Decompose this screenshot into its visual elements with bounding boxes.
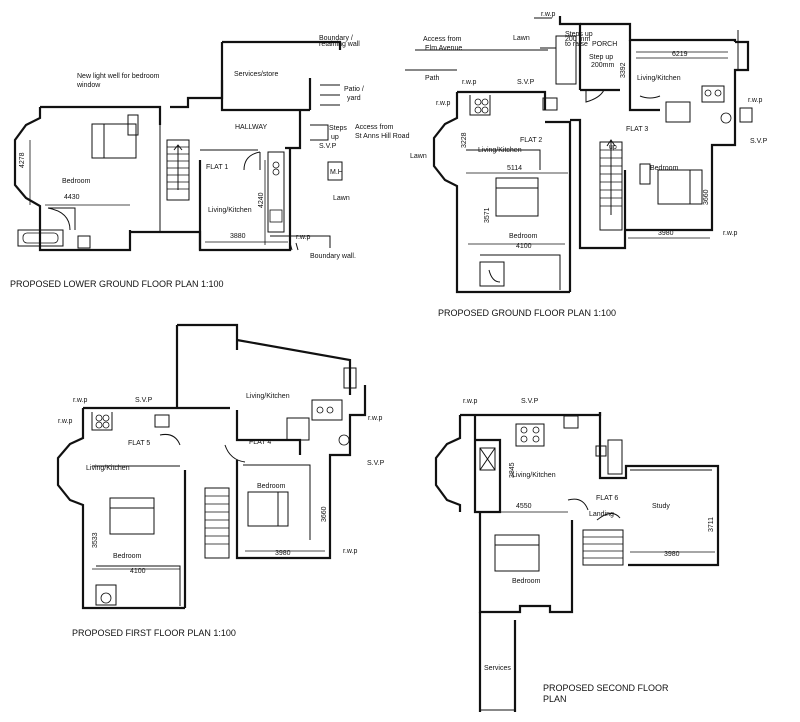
lower-boundary-wall-label: Boundary wall. [310, 253, 356, 260]
ground-access-label-2: Elm Avenue [425, 45, 462, 52]
first-living-label: Living/Kitchen [86, 465, 130, 472]
lower-svp-label: S.V.P [319, 143, 337, 150]
second-landing-label: Landing [589, 511, 614, 518]
lower-dim-4240: 4240 [258, 192, 265, 208]
first-flat4-label: FLAT 4 [249, 439, 271, 446]
second-bedroom-label: Bedroom [512, 578, 541, 585]
first-dim-4100: 4100 [130, 568, 146, 575]
lower-dim-4278: 4278 [19, 152, 26, 168]
lower-plan-title: PROPOSED LOWER GROUND FLOOR PLAN 1:100 [10, 279, 224, 289]
first-rwp-right-label: r.w.p [368, 415, 383, 422]
second-dim-3980: 3980 [664, 551, 680, 558]
ground-steps-note-3: to raise [565, 41, 588, 48]
ground-dim-3392: 3392 [620, 62, 627, 78]
ground-dim-3980: 3980 [658, 230, 674, 237]
lower-access-label: Access from [355, 124, 394, 131]
ground-rwp-right-label: r.w.p [748, 97, 763, 104]
lower-dim-3880: 3880 [230, 233, 246, 240]
ground-step-up-label-2: 200mm [591, 62, 615, 69]
second-floor-plan: r.w.p S.V.P 3845 Living/Kitchen FLAT 6 4… [434, 398, 720, 712]
ground-lawn-top-label: Lawn [513, 35, 530, 42]
ground-dim-3660: 3660 [703, 189, 710, 205]
first-living-top-label: Living/Kitchen [246, 393, 290, 400]
ground-lawn-left-label: Lawn [410, 153, 427, 160]
lower-manhole-label: M.H [330, 169, 343, 176]
lower-dim-4430: 4430 [64, 194, 80, 201]
ground-path-label: Path [425, 75, 440, 82]
ground-dim-6219: 6219 [672, 51, 688, 58]
first-dim-3980: 3980 [275, 550, 291, 557]
ground-step-up-label: Step up [589, 54, 613, 61]
ground-rwp-top-label: r.w.p [541, 11, 556, 18]
second-services-label: Services [484, 665, 511, 672]
ground-dim-3571: 3571 [484, 207, 491, 223]
second-study-label: Study [652, 503, 670, 510]
ground-svp-right-label: S.V.P [750, 138, 768, 145]
ground-dim-5114: 5114 [507, 165, 522, 172]
lower-boundary-label: Boundary / [319, 35, 353, 42]
second-dim-3711: 3711 [708, 517, 715, 532]
ground-plan-title: PROPOSED GROUND FLOOR PLAN 1:100 [438, 308, 616, 318]
ground-dim-4100: 4100 [516, 243, 532, 250]
second-svp-label: S.V.P [521, 398, 539, 405]
lower-living-label: Living/Kitchen [208, 207, 252, 214]
ground-living-top-label: Living/Kitchen [637, 75, 681, 82]
second-rwp-label: r.w.p [463, 398, 478, 405]
first-flat5-label: FLAT 5 [128, 440, 150, 447]
lower-steps-label: Steps [329, 125, 347, 132]
ground-up-label: up [609, 144, 617, 151]
lower-steps-label-2: up [331, 134, 339, 141]
ground-steps-note-1: Steps up [565, 31, 593, 38]
first-floor-plan: Living/Kitchen r.w.p S.V.P r.w.p FLAT 5 … [56, 323, 385, 638]
ground-bedroom2-label: Bedroom [509, 233, 538, 240]
ground-flat3-label: FLAT 3 [626, 126, 648, 133]
first-rwp-left-label: r.w.p [58, 418, 73, 425]
first-bedroom4-label: Bedroom [257, 483, 286, 490]
lower-lightwell-label: New light well for bedroom [77, 73, 160, 80]
first-svp-right-label: S.V.P [367, 460, 385, 467]
ground-access-label: Access from [423, 36, 462, 43]
first-bedroom5-label: Bedroom [113, 553, 142, 560]
first-svp-label: S.V.P [135, 397, 153, 404]
ground-living2-label: Living/Kitchen [478, 147, 522, 154]
second-plan-title: PROPOSED SECOND FLOOR [543, 683, 669, 693]
ground-porch-label: PORCH [592, 41, 617, 48]
ground-steps-note-2: 200 mm [565, 36, 590, 43]
first-rwp-bottom-label: r.w.p [343, 548, 358, 555]
lower-hallway-label: HALLWAY [235, 124, 267, 131]
lower-rwp-label: r.w.p [296, 234, 311, 241]
second-living-label: Living/Kitchen [512, 472, 556, 479]
lower-services-label: Services/store [234, 71, 278, 78]
lower-lightwell-label-2: window [76, 82, 101, 89]
lower-access-label-2: St Anns Hill Road [355, 133, 410, 140]
ground-floor-plan: r.w.p Lawn Access from Elm Avenue Steps … [405, 11, 768, 318]
lower-boundary-label-2: retaining wall [319, 41, 360, 48]
ground-rwp-label: r.w.p [462, 79, 477, 86]
lower-bedroom-label: Bedroom [62, 178, 91, 185]
ground-dim-3228: 3228 [461, 132, 468, 148]
lower-lawn-label: Lawn [333, 195, 350, 202]
lower-patio-label-2: yard [347, 95, 361, 102]
second-dim-3845: 3845 [509, 462, 516, 478]
first-rwp-label: r.w.p [73, 397, 88, 404]
ground-bedroom3-label: Bedroom [650, 165, 679, 172]
second-dim-4550: 4550 [516, 503, 532, 510]
lower-flat-label: FLAT 1 [206, 164, 228, 171]
lower-patio-label: Patio / [344, 86, 364, 93]
ground-svp-label: S.V.P [517, 79, 535, 86]
ground-flat2-label: FLAT 2 [520, 137, 542, 144]
first-dim-3533: 3533 [92, 532, 99, 548]
lower-ground-floor-plan: New light well for bedroom window Servic… [10, 35, 410, 289]
first-dim-3660: 3660 [321, 506, 328, 522]
ground-rwp-left-label: r.w.p [436, 100, 451, 107]
first-plan-title: PROPOSED FIRST FLOOR PLAN 1:100 [72, 628, 236, 638]
second-plan-title-2: PLAN [543, 694, 567, 704]
second-flat6-label: FLAT 6 [596, 495, 618, 502]
ground-rwp-bottom-label: r.w.p [723, 230, 738, 237]
